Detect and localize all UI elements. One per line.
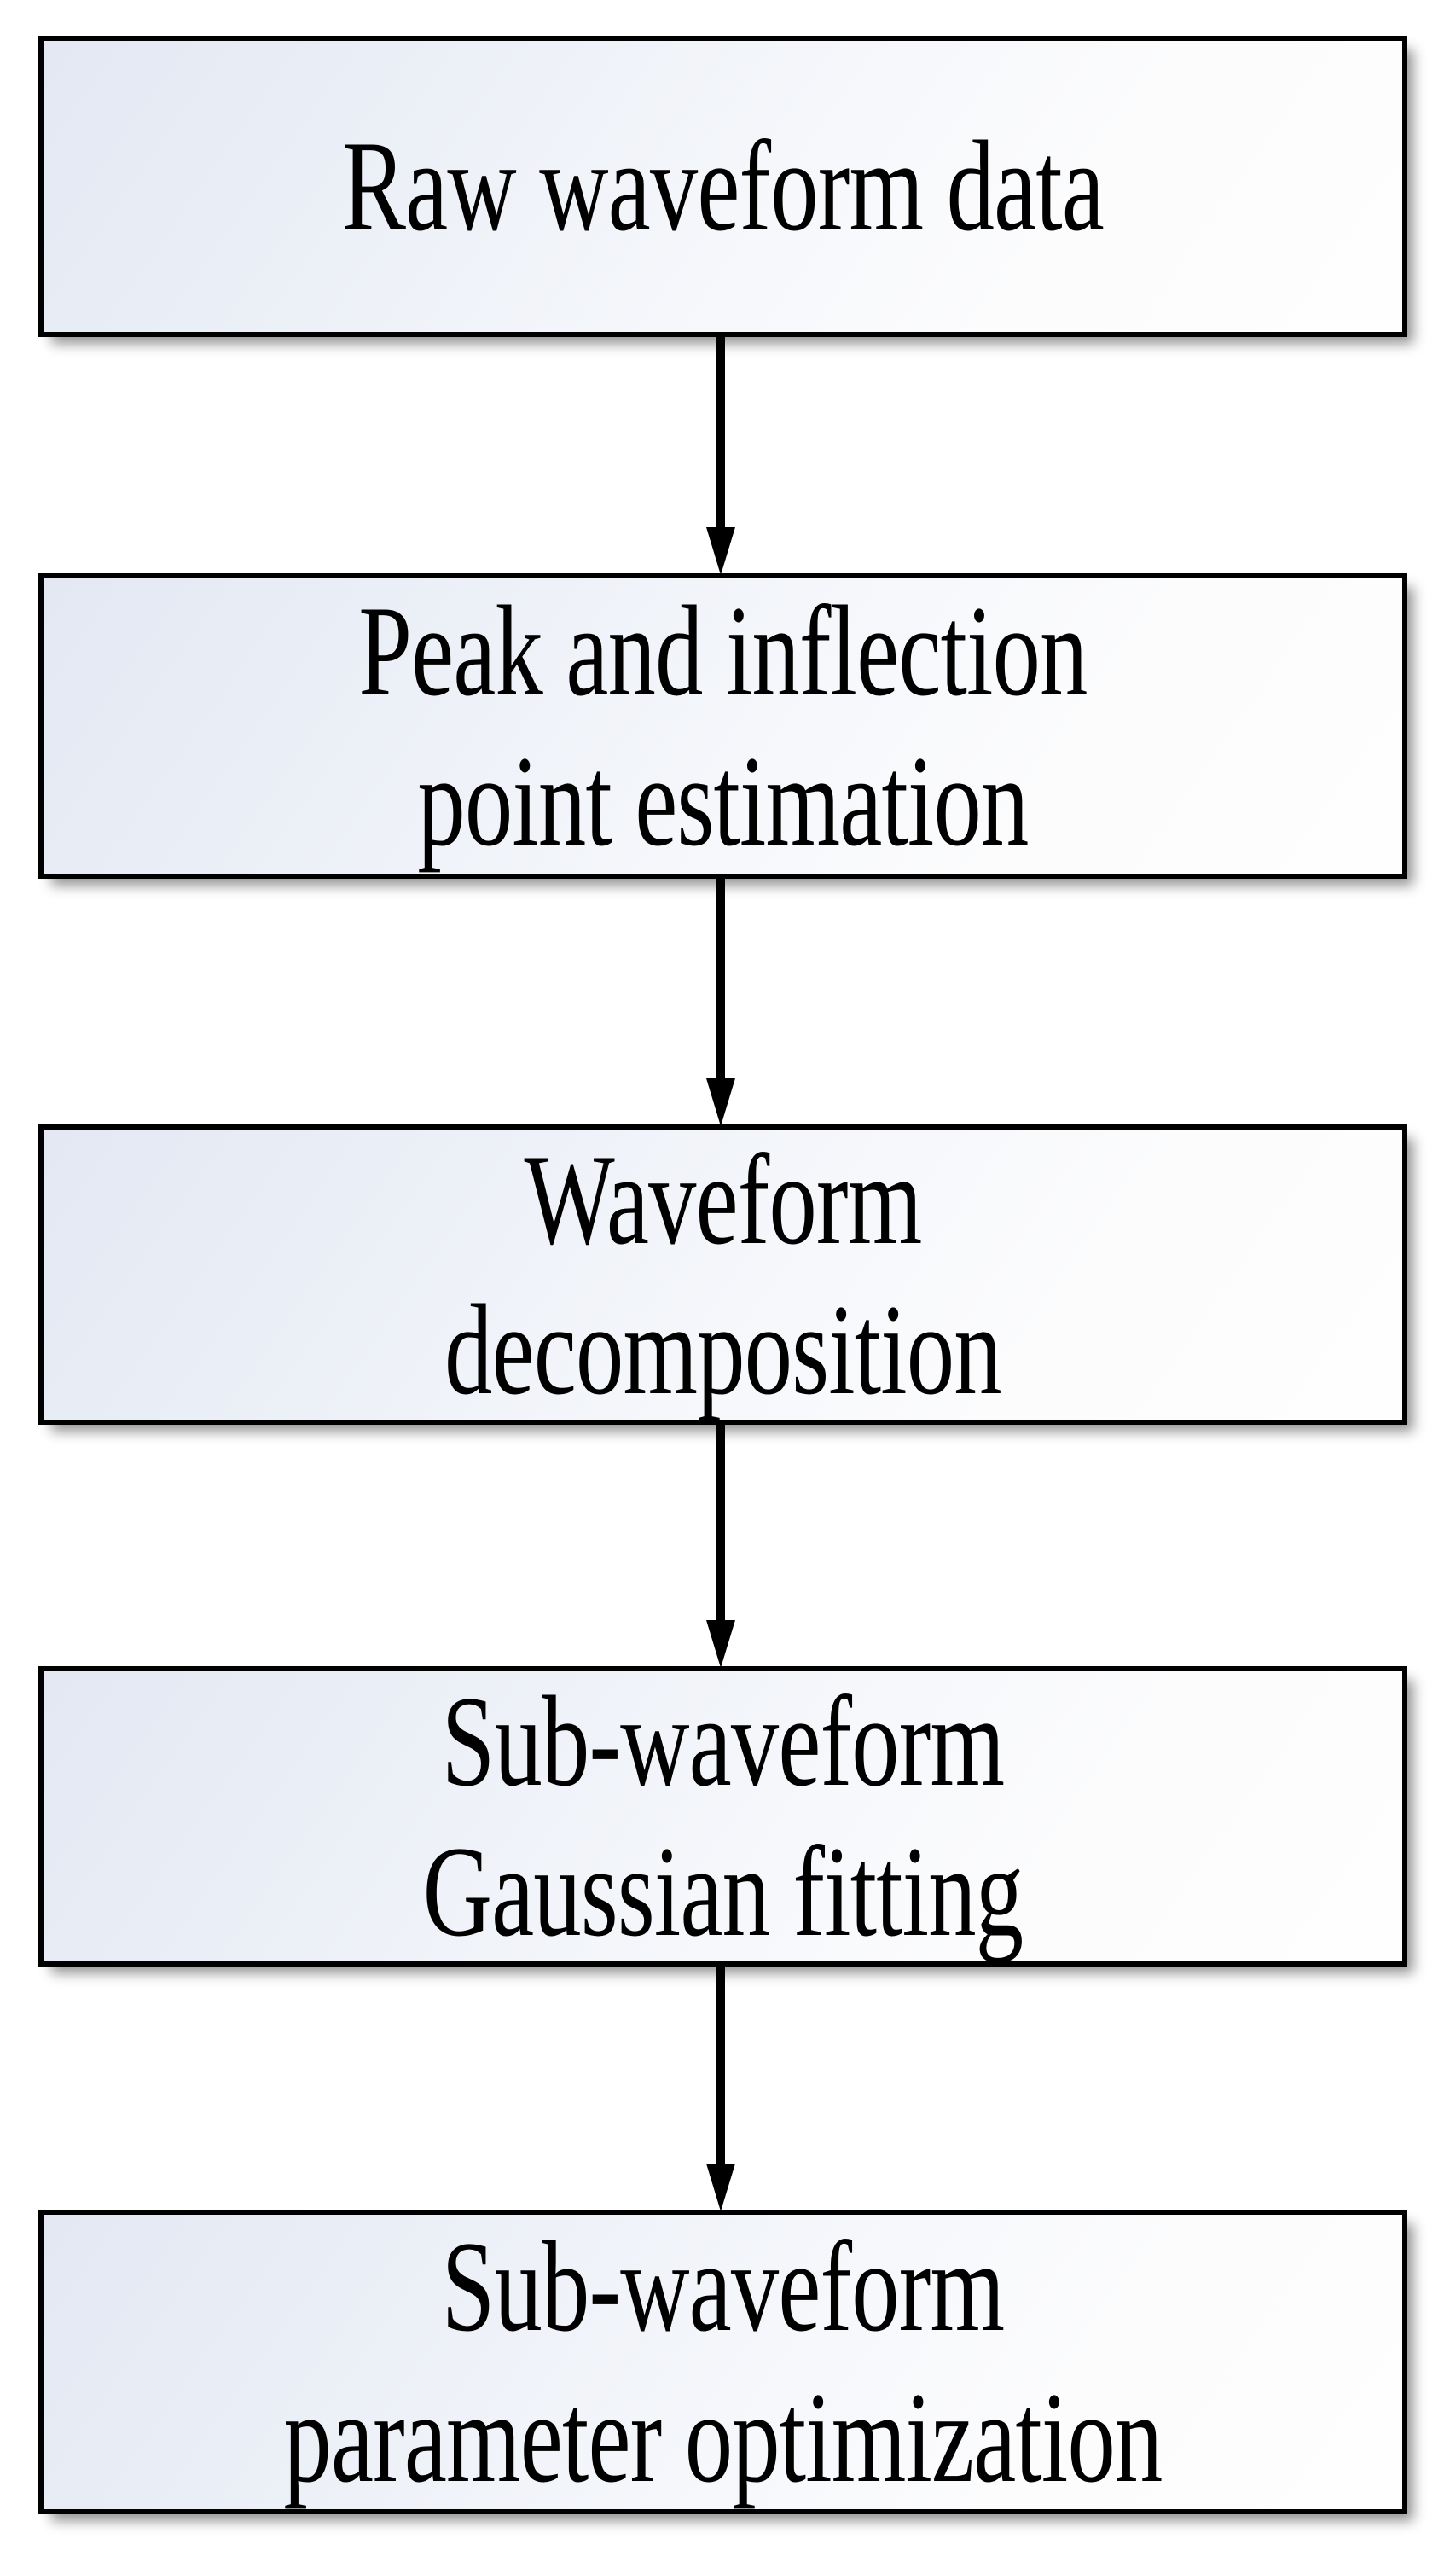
flow-node-label: Waveform decomposition <box>220 1127 1226 1421</box>
flow-arrow-n2-to-n3 <box>706 877 735 1126</box>
flow-node-label-line-2: point estimation <box>417 729 1029 873</box>
flow-node-sub-waveform-parameter-optimization[interactable]: Sub-waveform parameter optimization <box>38 2210 1407 2514</box>
flow-node-label-line-2: Gaussian fitting <box>422 1820 1024 1963</box>
flow-node-raw-waveform-data[interactable]: Raw waveform data <box>38 36 1407 337</box>
flow-node-label-line-2: parameter optimization <box>283 2365 1163 2509</box>
flow-node-label: Peak and inflection point estimation <box>220 578 1226 874</box>
flow-node-label: Raw waveform data <box>341 114 1105 259</box>
flow-node-label-line-1: Peak and inflection <box>358 578 1088 723</box>
arrow-down-icon <box>706 2164 735 2211</box>
arrow-shaft <box>716 1423 725 1622</box>
flow-node-label-line-2: decomposition <box>444 1278 1001 1421</box>
flow-node-label-line-1: Sub-waveform <box>441 1669 1005 1813</box>
flow-node-waveform-decomposition[interactable]: Waveform decomposition <box>38 1124 1407 1425</box>
flow-arrow-n3-to-n4 <box>706 1423 735 1668</box>
flow-arrow-n4-to-n5 <box>706 1965 735 2211</box>
arrow-down-icon <box>706 527 735 575</box>
flow-node-label: Sub-waveform Gaussian fitting <box>220 1669 1226 1963</box>
flow-node-label-line-1: Waveform <box>524 1127 923 1271</box>
arrow-shaft <box>716 1965 725 2165</box>
arrow-down-icon <box>706 1078 735 1126</box>
arrow-shaft <box>716 877 725 1080</box>
arrow-down-icon <box>706 1620 735 1668</box>
flow-node-label: Sub-waveform parameter optimization <box>220 2215 1226 2509</box>
flow-node-label-line-1: Sub-waveform <box>441 2215 1005 2359</box>
flow-node-peak-and-inflection-point-estimation[interactable]: Peak and inflection point estimation <box>38 573 1407 879</box>
flow-arrow-n1-to-n2 <box>706 335 735 575</box>
flow-node-sub-waveform-gaussian-fitting[interactable]: Sub-waveform Gaussian fitting <box>38 1666 1407 1967</box>
arrow-shaft <box>716 335 725 530</box>
